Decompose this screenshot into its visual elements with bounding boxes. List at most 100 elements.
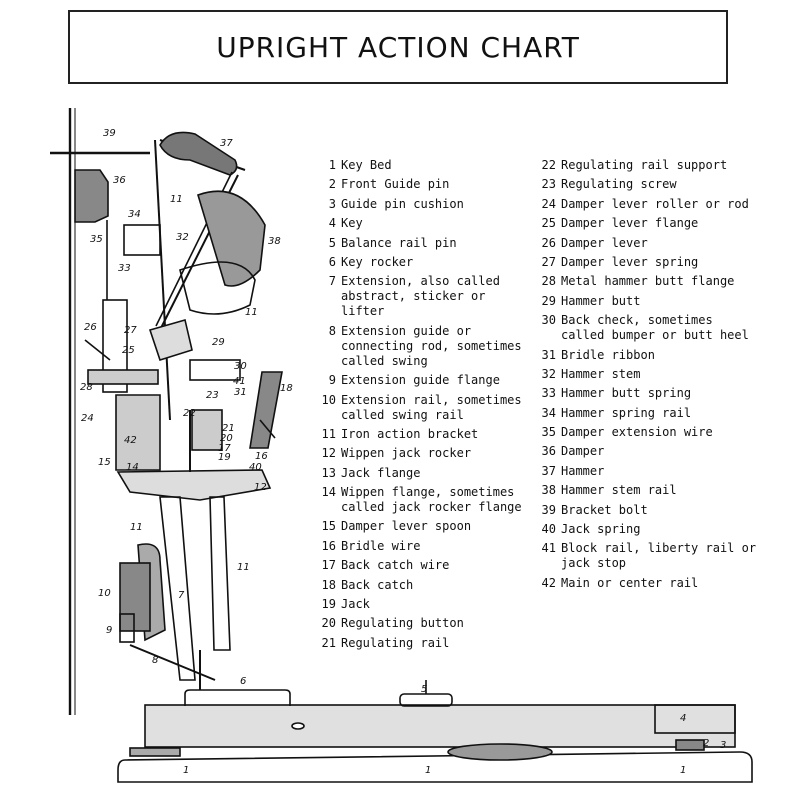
legend-item: 33 Hammer butt spring [536,386,758,401]
legend-item-text: Wippen flange, sometimes called jack roc… [341,485,522,515]
front-guide [675,739,705,751]
hammer-stem-rail [197,190,266,287]
regulating-rail [191,409,223,451]
legend-item-text: Regulating screw [561,177,677,192]
back-catch-wire [259,419,276,439]
label-26: 26 [84,322,97,333]
back-catch [249,371,283,449]
legend-item-text: Damper lever flange [561,216,699,231]
legend-item-number: 27 [541,254,556,269]
wippen [116,469,272,501]
legend-item-number: 33 [541,386,556,401]
extension-guide-flange [119,613,135,643]
legend-item-text: Key Bed [341,158,392,172]
legend-item-text: Damper lever spring [561,254,699,269]
legend-item-number: 26 [541,235,556,250]
label-11d: 11 [237,562,250,573]
label-20: 20 [220,433,233,444]
legend-item-text: Balance rail pin [341,235,457,250]
legend-item-number: 12 [321,446,336,461]
label-1c: 1 [680,765,686,776]
legend-item-text: Damper extension wire [561,425,713,440]
legend-item-text: Regulating rail [341,635,450,650]
label-9: 9 [106,625,112,636]
legend-item-text: Hammer stem rail [561,483,677,498]
legend-item-number: 42 [541,575,556,590]
label-6: 6 [240,676,246,687]
label-41: 41 [233,376,246,387]
label-16: 16 [255,451,268,462]
back-check-arm [179,261,256,315]
label-4: 4 [680,713,686,724]
key-rocker-shape [184,689,291,706]
legend-item-text: Damper lever roller or rod [561,196,749,211]
legend-item-text: Front Guide pin [341,177,450,192]
legend-item-number: 15 [321,519,336,534]
legend-item-text: Regulating rail support [561,158,728,172]
legend-item-text: Hammer [561,463,605,478]
chart-title: UPRIGHT ACTION CHART [216,30,580,64]
label-3: 3 [720,740,726,751]
label-17: 17 [218,443,231,454]
label-11a: 11 [170,194,183,205]
hammer-rail-post [154,139,171,421]
legend-item-text: Hammer butt spring [561,386,692,401]
legend-item-number: 8 [328,323,336,338]
label-40: 40 [249,462,262,473]
legend-item-text: Bridle ribbon [561,347,655,362]
legend-item-text: Key rocker [341,254,414,269]
legend-item-number: 29 [541,293,556,308]
legend-item-number: 41 [541,541,556,556]
title-box: UPRIGHT ACTION CHART [68,10,728,84]
legend-item-text: Jack [341,597,370,612]
legend-item-number: 32 [541,366,556,381]
label-19: 19 [218,452,231,463]
balance-rail-base [447,743,553,761]
legend-item-text: Damper [561,444,605,459]
legend-item-number: 16 [321,538,336,553]
label-38: 38 [268,236,281,247]
legend-item-text: Extension guide or connecting rod, somet… [341,323,522,368]
damper-lever [102,299,128,393]
legend-item-text: Back catch wire [341,558,450,573]
legend-item-text: Extension guide flange [341,373,500,388]
damper-lever-spring [84,339,111,361]
legend-item-number: 5 [328,235,336,250]
legend-item-number: 1 [328,158,336,172]
hammer-butt-flange [87,369,159,385]
legend-item-number: 10 [321,392,336,407]
legend-item-text: Guide pin cushion [341,196,464,211]
label-39: 39 [103,128,116,139]
legend-item: 35 Damper extension wire [536,425,758,440]
label-27: 27 [124,325,137,336]
label-22: 22 [183,408,196,419]
legend-item-text: Damper lever [561,235,648,250]
legend-item-text: Hammer butt [561,293,641,308]
label-28: 28 [80,382,93,393]
legend-item-number: 31 [541,347,556,362]
legend-item-text: Bridle wire [341,538,421,553]
legend-item: 26 Damper lever [536,236,758,251]
key-bed-shape [117,751,753,783]
legend-item-text: Block rail, liberty rail or jack stop [561,541,757,571]
legend-item-number: 13 [321,465,336,480]
label-34: 34 [128,209,141,220]
label-32: 32 [176,232,189,243]
legend-item-number: 35 [541,425,556,440]
legend-item: 1 Key Bed [316,158,528,173]
back-rail-felt [129,747,181,757]
label-29: 29 [212,337,225,348]
label-33: 33 [118,263,131,274]
